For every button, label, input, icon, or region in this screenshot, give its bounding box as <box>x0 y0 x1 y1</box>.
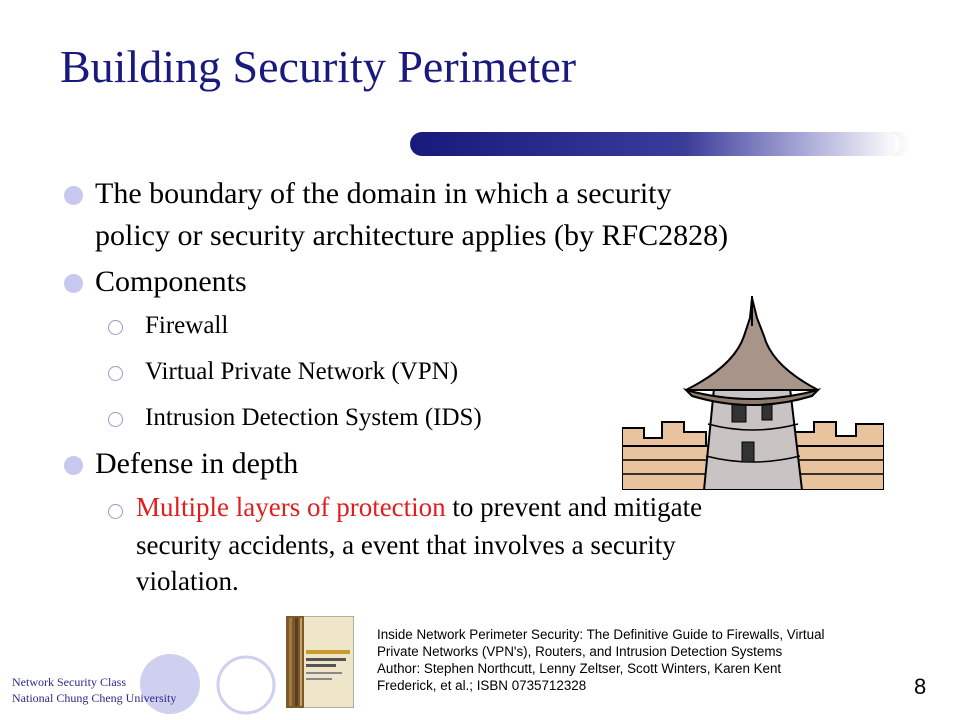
highlight-text: Multiple layers of protection <box>136 492 446 522</box>
footer-class-info: Network Security Class National Chung Ch… <box>12 674 176 706</box>
page-number: 8 <box>914 674 927 699</box>
bullet-disc <box>64 274 83 293</box>
footer-line-2: National Chung Cheng University <box>12 691 177 705</box>
reference-line-2: Private Networks (VPN's), Routers, and I… <box>377 644 783 659</box>
book-cover-image <box>286 616 354 708</box>
component-firewall: Firewall <box>145 312 229 339</box>
bullet-disc <box>64 456 83 475</box>
bullet-disc <box>64 186 83 205</box>
reference-line-1: Inside Network Perimeter Security: The D… <box>377 627 825 642</box>
book-reference: Inside Network Perimeter Security: The D… <box>377 626 917 694</box>
defense-line-2: security accidents, a event that involve… <box>136 530 676 560</box>
footer-decor-circles <box>140 654 276 715</box>
sub-bullet-ring <box>108 366 123 381</box>
sub-bullet-ring <box>108 412 123 427</box>
component-ids: Intrusion Detection System (IDS) <box>145 404 482 431</box>
slide-title: Building Security Perimeter <box>60 41 577 92</box>
footer-line-1: Network Security Class <box>12 675 126 689</box>
bullet-1-line-1: The boundary of the domain in which a se… <box>95 177 672 210</box>
component-vpn: Virtual Private Network (VPN) <box>145 358 459 385</box>
sub-bullet-ring <box>108 504 123 519</box>
defense-line-1-rest: to prevent and mitigate <box>445 492 703 522</box>
bullet-3: Defense in depth <box>95 447 299 480</box>
defense-line-1: Multiple layers of protection to prevent… <box>136 492 702 523</box>
bullet-2: Components <box>95 265 247 298</box>
castle-tower-image <box>622 296 884 490</box>
bullet-1-line-2: policy or security architecture applies … <box>95 219 729 252</box>
title-decor-bar <box>410 132 910 156</box>
sub-bullet-ring <box>108 320 123 335</box>
reference-line-3: Author: Stephen Northcutt, Lenny Zeltser… <box>377 661 782 676</box>
reference-line-4: Frederick, et al.; ISBN 0735712328 <box>377 678 587 693</box>
defense-line-3: violation. <box>136 566 239 596</box>
